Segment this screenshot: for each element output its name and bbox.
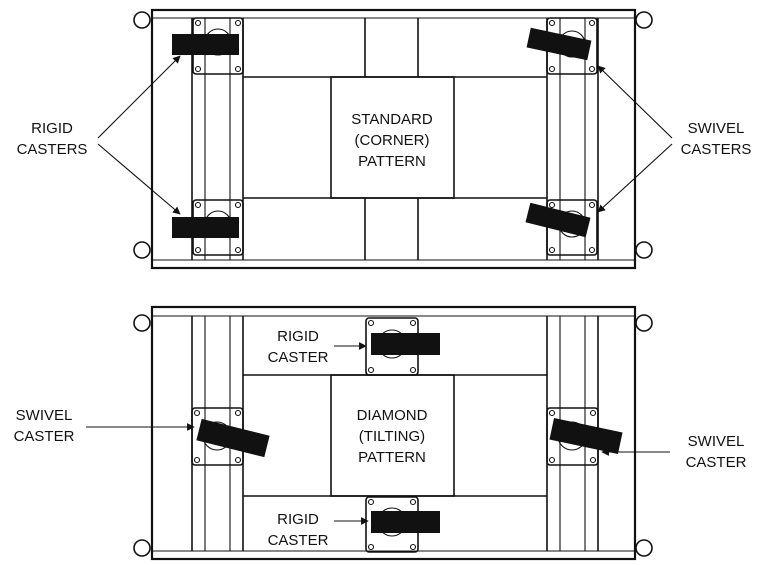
callout-swivel-casters-line2: CASTERS (681, 141, 752, 158)
swivel-caster-right (546, 407, 623, 466)
lifting-ring (635, 539, 653, 557)
callout-arrow (597, 143, 673, 213)
callout-rigid-caster-top-line2: CASTER (268, 349, 329, 366)
callout-swivel-caster-left-line2: CASTER (14, 428, 75, 445)
callout-arrow (97, 143, 181, 215)
callout-swivel-caster-right-line1: SWIVEL (688, 433, 745, 450)
diamond-pattern-diagram: DIAMOND (TILTING) PATTERN RIGID CASTER R… (14, 305, 747, 561)
callout-swivel-caster-left-line1: SWIVEL (16, 407, 73, 424)
lifting-ring (635, 241, 653, 259)
lifting-ring (133, 539, 151, 557)
pattern-label-line3: PATTERN (358, 153, 426, 170)
callout-arrow (597, 65, 673, 139)
callout-rigid-casters-line1: RIGID (31, 120, 73, 137)
swivel-caster-left (191, 407, 270, 466)
standard-pattern-diagram: STANDARD (CORNER) PATTERN RIGID CASTERS … (17, 8, 752, 270)
lifting-ring (133, 11, 151, 29)
swivel-caster-bottom-right (525, 199, 598, 256)
callout-arrow (97, 55, 181, 139)
pattern-label-line1: DIAMOND (357, 407, 428, 424)
pattern-label-line2: (TILTING) (359, 428, 425, 445)
center-panel (330, 76, 455, 199)
lifting-ring (635, 314, 653, 332)
callout-rigid-caster-bottom-line2: CASTER (268, 532, 329, 549)
callout-rigid-caster-top-line1: RIGID (277, 328, 319, 345)
pattern-label-line1: STANDARD (351, 111, 433, 128)
lifting-ring (133, 314, 151, 332)
callout-rigid-casters-line2: CASTERS (17, 141, 88, 158)
swivel-caster-top-right (526, 17, 598, 75)
pattern-label-line3: PATTERN (358, 449, 426, 466)
lifting-ring (133, 241, 151, 259)
pattern-label-line2: (CORNER) (355, 132, 430, 149)
callout-swivel-casters-line1: SWIVEL (688, 120, 745, 137)
callout-rigid-caster-bottom-line1: RIGID (277, 511, 319, 528)
callout-swivel-caster-right-line2: CASTER (686, 454, 747, 471)
rigid-caster-top-left (172, 17, 244, 75)
rigid-caster-bottom-left (172, 199, 244, 256)
lifting-ring (635, 11, 653, 29)
